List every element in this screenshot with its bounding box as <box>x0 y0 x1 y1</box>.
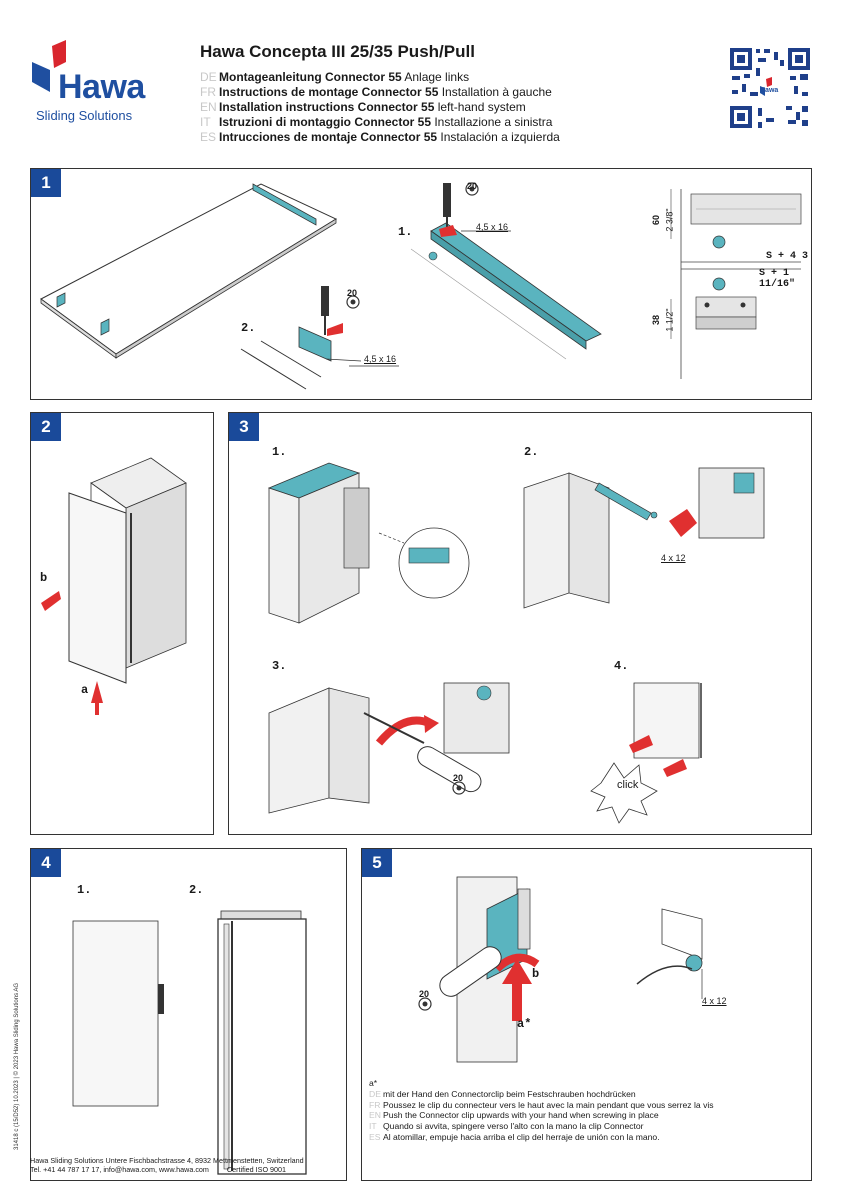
step-3-number: 3 <box>229 413 259 441</box>
step-4-sub-1: 1. <box>77 883 92 897</box>
step-2-number: 2 <box>31 413 61 441</box>
step-1-illustration <box>40 182 802 390</box>
dim-38: 38 <box>651 314 662 326</box>
logo-subtitle: Sliding Solutions <box>36 108 133 123</box>
step-1-screw-2: 4,5 x 16 <box>364 354 397 364</box>
step-3-panel: 3 1. 2. 3. 4. 4 x 12 2 <box>228 412 812 835</box>
step-3-screw: 4 x 12 <box>661 553 686 563</box>
dim-s43: S + 4 3 <box>766 251 809 262</box>
step-2-panel: 2 b a <box>30 412 214 835</box>
step-4-panel: 4 1. 2. <box>30 848 347 1181</box>
step-4-illustration <box>72 910 307 1175</box>
footer-contact: Tel. +41 44 787 17 17, info@hawa.com, ww… <box>30 1165 287 1174</box>
step-4-number: 4 <box>31 849 61 877</box>
hawa-logo-icon <box>32 40 66 92</box>
dim-60-inch: 2 3/8" <box>664 208 675 232</box>
step-1-panel: 1 <box>30 168 812 400</box>
step-3-torx: 20 <box>453 773 464 783</box>
dim-60: 60 <box>651 214 662 226</box>
step-1-torx-2: 20 <box>347 288 358 298</box>
step-5-number: 5 <box>362 849 392 877</box>
step-2-a: a <box>81 683 89 697</box>
step-3-illustration <box>267 462 765 824</box>
step-1-sub-1: 1. <box>398 225 413 239</box>
step-5-screw: 4 x 12 <box>702 996 727 1006</box>
logo-name: Hawa <box>58 68 145 106</box>
footer: Hawa Sliding Solutions Untere Fischbachs… <box>30 1156 304 1174</box>
step-3-sub-2: 2. <box>524 445 539 459</box>
note-head: a* <box>369 1078 378 1088</box>
qr-logo-text: Hawa <box>760 87 779 94</box>
document-title: Hawa Concepta III 25/35 Push/Pull <box>200 42 475 61</box>
step-1-torx-1: 20 <box>467 181 478 191</box>
step-3-sub-1: 1. <box>272 445 287 459</box>
step-4-sub-2: 2. <box>189 883 204 897</box>
footer-side-code: 31418 c (15/D52) 10.2023 | © 2023 Hawa S… <box>14 982 20 1150</box>
step-2-b: b <box>40 571 48 585</box>
footer-cert: Certified ISO 9001 <box>226 1165 287 1174</box>
step-3-sub-3: 3. <box>272 659 287 673</box>
click-label: click <box>617 779 639 791</box>
step-3-sub-4: 4. <box>614 659 629 673</box>
dim-38-inch: 1 1/2" <box>664 308 675 332</box>
step-5-b: b <box>532 967 540 981</box>
step-2-illustration <box>41 457 187 715</box>
step-1-number: 1 <box>31 169 61 197</box>
footer-address: Hawa Sliding Solutions Untere Fischbachs… <box>30 1156 304 1165</box>
qr-code-icon[interactable] <box>728 46 812 130</box>
step-1-screw-1: 4,5 x 16 <box>476 222 509 232</box>
dim-s1-inch: S + 1 11/16" <box>759 268 796 290</box>
step-5-panel: 5 b a* 20 4 x 12 <box>361 848 812 1181</box>
step-5-illustration <box>418 876 703 1063</box>
step-1-sub-2: 2. <box>241 321 256 335</box>
step-5-a: a* <box>517 1017 532 1031</box>
step-5-torx: 20 <box>419 989 430 999</box>
